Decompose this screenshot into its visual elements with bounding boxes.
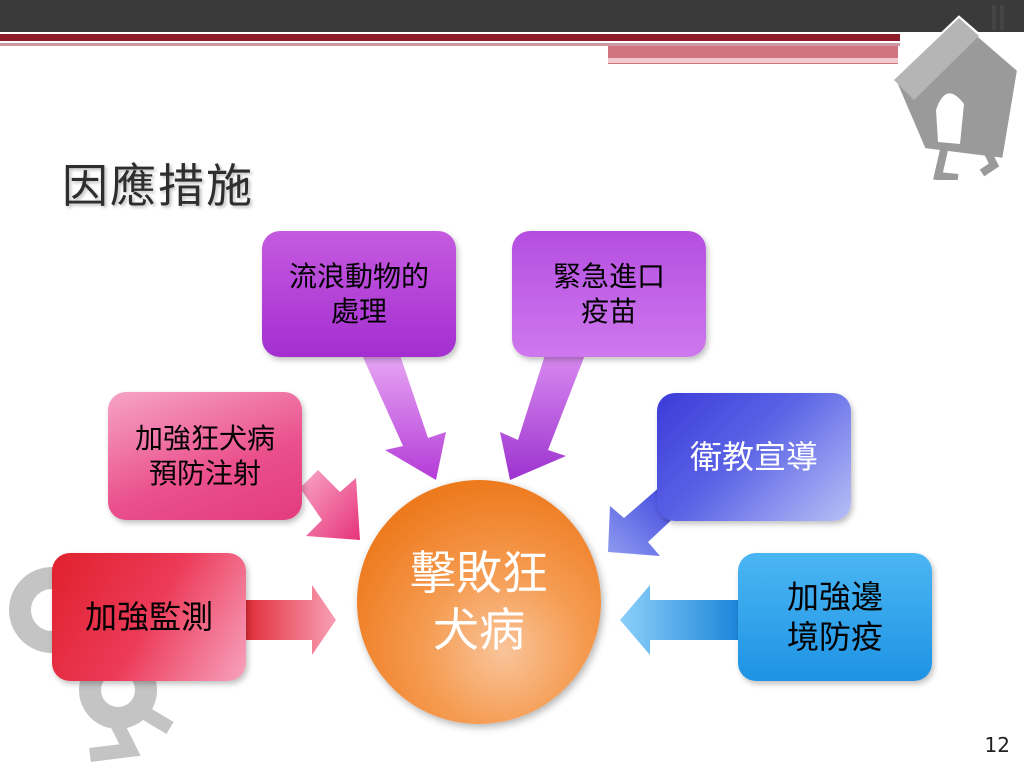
node-label: 加強狂犬病 預防注射 <box>134 422 275 490</box>
node-label: 緊急進口 疫苗 <box>552 260 665 328</box>
header-accent-light <box>608 58 898 63</box>
node-stray-animals: 流浪動物的 處理 <box>262 231 456 357</box>
arrow-border <box>620 585 740 655</box>
arrow-monitoring <box>238 585 336 655</box>
node-label: 衛教宣導 <box>689 438 818 476</box>
center-label: 擊敗狂 犬病 <box>410 545 548 658</box>
node-health-education: 衛教宣導 <box>657 393 851 521</box>
top-bar <box>0 0 1024 32</box>
node-rabies-vaccination: 加強狂犬病 預防注射 <box>108 392 302 520</box>
page-number: 12 <box>984 733 1010 757</box>
node-monitoring: 加強監測 <box>52 553 246 681</box>
node-label: 加強監測 <box>84 598 213 636</box>
arrow-stray <box>362 355 446 480</box>
center-node: 擊敗狂 犬病 <box>357 480 601 724</box>
header-stripe <box>0 34 900 41</box>
house-icon <box>891 5 1022 180</box>
header-stripe-thin <box>0 43 900 46</box>
node-label: 加強邊 境防疫 <box>786 578 883 656</box>
node-border-quarantine: 加強邊 境防疫 <box>738 553 932 681</box>
arrow-rabies <box>300 470 360 540</box>
slide-title: 因應措施 <box>62 159 254 213</box>
node-emergency-vaccine: 緊急進口 疫苗 <box>512 231 706 357</box>
node-label: 流浪動物的 處理 <box>288 260 429 328</box>
arrow-vaccine <box>500 355 585 480</box>
